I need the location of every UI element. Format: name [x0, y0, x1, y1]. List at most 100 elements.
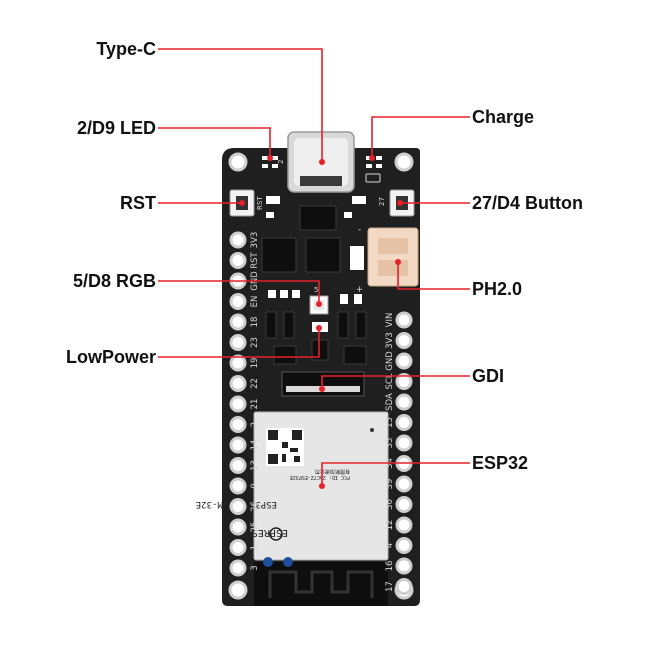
callout-rst: RST	[120, 193, 245, 213]
callout-lowpower: LowPower	[66, 325, 322, 367]
right-pin-pad	[395, 393, 413, 411]
left-pin-label: 22	[250, 378, 260, 389]
module-brand: ESPRESSIF	[234, 527, 288, 538]
left-pin-label: 0	[250, 483, 260, 488]
right-pin-pad	[395, 373, 413, 390]
right-pin-label: 16	[385, 561, 395, 572]
antenna-area	[254, 562, 388, 606]
right-pin-pad	[395, 537, 413, 554]
left-pin-pad	[229, 313, 247, 331]
ic-chip-3	[305, 237, 341, 273]
module-small-text-2: FCC ID: 2AC7Z-ESP32E	[290, 474, 350, 480]
callout-led: 2/D9 LED	[77, 118, 273, 161]
callout-gdi: GDI	[319, 366, 504, 392]
via-1	[263, 557, 273, 567]
res-1	[266, 212, 274, 218]
part-e	[354, 294, 362, 304]
mount-hole-right	[394, 152, 414, 172]
ic-chip-1	[299, 205, 337, 231]
cap-1	[266, 196, 280, 204]
lowpower-ic	[311, 339, 329, 361]
part-b	[280, 290, 288, 298]
left-pin-label: 3	[250, 565, 260, 570]
right-pin-pad	[395, 475, 413, 493]
qr-code	[266, 428, 304, 466]
left-pin-label: 2	[250, 422, 260, 427]
left-pin-pad	[229, 231, 247, 249]
left-pin-pad	[229, 436, 247, 454]
left-pin-pad	[229, 354, 247, 372]
callout-esp32: ESP32	[319, 453, 528, 489]
callout-label-type-c: Type-C	[96, 39, 156, 59]
led-d9-pad2	[272, 156, 278, 160]
left-pin-pad	[229, 375, 247, 392]
led-d9-pad	[262, 164, 268, 168]
right-pin-label: SCL	[385, 373, 395, 389]
right-pin-pad	[395, 332, 413, 349]
part-j	[273, 345, 297, 365]
part-g	[283, 311, 295, 339]
silk-rst: RST	[256, 196, 264, 210]
charge-led-pad	[376, 156, 382, 160]
silk-minus: -	[358, 225, 361, 235]
led-d9-pad3	[272, 164, 278, 168]
callout-label-rgb: 5/D8 RGB	[73, 271, 156, 291]
left-pin-pad	[229, 477, 247, 495]
part-d	[340, 294, 348, 304]
callout-label-lowpower: LowPower	[66, 347, 156, 367]
right-pin-label: SDA	[385, 393, 395, 411]
callout-label-charge: Charge	[472, 107, 534, 127]
callout-label-rst: RST	[120, 193, 156, 213]
left-pin-label: 13	[250, 460, 260, 471]
callout-label-gdi: GDI	[472, 366, 504, 386]
part-h	[337, 311, 349, 339]
res-2	[344, 212, 352, 218]
left-pin-pad	[229, 395, 247, 413]
left-pin-pad	[229, 518, 247, 536]
left-pin-label: EN	[250, 296, 260, 308]
left-pin-pad	[229, 457, 247, 474]
left-pin-pad	[229, 252, 247, 269]
left-pin-pad	[229, 416, 247, 433]
left-pin-pad	[229, 559, 247, 577]
left-pin-pad	[229, 498, 247, 515]
callout-rgb: 5/D8 RGB	[73, 271, 322, 307]
right-pin-pad	[395, 311, 413, 329]
right-pin-pad	[395, 516, 413, 534]
inductor	[350, 246, 364, 270]
left-pin-label: 21	[250, 399, 260, 410]
module-dot	[370, 428, 374, 432]
callout-label-esp32: ESP32	[472, 453, 528, 473]
callout-button: 27/D4 Button	[397, 193, 583, 213]
left-pin-label: 23	[250, 337, 260, 348]
battery-icon	[365, 173, 381, 183]
right-pin-label: 12	[385, 520, 395, 531]
right-pin-label: 3V3	[385, 332, 395, 349]
part-i	[355, 311, 367, 339]
callout-label-led: 2/D9 LED	[77, 118, 156, 138]
left-pin-label: RST	[250, 251, 260, 268]
left-pin-label: 18	[250, 317, 260, 328]
right-pin-label: VIN	[385, 313, 395, 328]
part-a	[268, 290, 276, 298]
right-pin-label: GND	[385, 351, 395, 371]
part-f	[265, 311, 277, 339]
mount-hole-bl	[228, 580, 248, 600]
right-pin-pad	[395, 414, 413, 431]
right-pin-pad	[395, 352, 413, 370]
charge-led-pad3	[376, 164, 382, 168]
left-pin-label: 3V3	[250, 232, 260, 249]
espressif-logo-icon	[269, 527, 283, 541]
callout-charge: Charge	[369, 107, 534, 161]
part-c	[292, 290, 300, 298]
right-pin-pad	[395, 496, 413, 513]
callout-label-ph20: PH2.0	[472, 279, 522, 299]
part-k	[343, 345, 367, 365]
right-pin-label: 36	[385, 499, 395, 510]
right-pin-label: 35	[385, 438, 395, 449]
callouts: Type-C 2/D9 LED RST 5/D8 RGB LowPower	[66, 39, 583, 489]
charge-led-pad2	[366, 164, 372, 168]
